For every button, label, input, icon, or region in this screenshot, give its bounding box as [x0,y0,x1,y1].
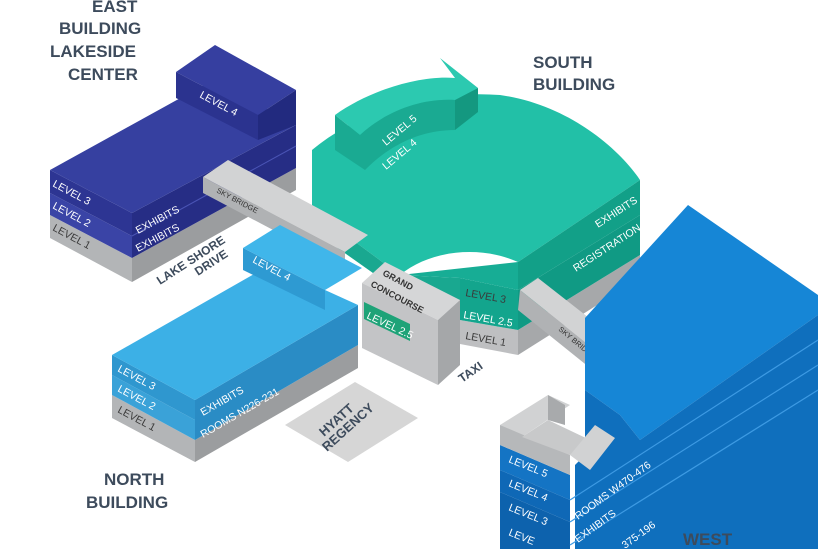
south-name-line-1: SOUTH [533,53,593,72]
south-front-mid [400,262,518,290]
north-base-front [112,395,195,462]
east-name-line-4: CENTER [68,65,138,84]
sky-bridge-north-top [203,160,368,252]
west-front-level3 [500,492,570,549]
north-level4-top [243,225,362,290]
west-gray-u-inner [522,420,590,455]
east-level2 [50,193,132,258]
west-gray-u-side [548,395,565,425]
south-building-name: SOUTH BUILDING [533,53,615,94]
south-name-line-2: BUILDING [533,75,615,94]
north-top [112,265,358,400]
north-level4-front [243,248,325,310]
north-level2 [112,375,195,440]
grand-concourse-top [362,262,460,320]
west-top [585,205,818,440]
north-side [195,305,358,440]
west-gray-u-front [500,425,570,475]
taxi-label: TAXI [456,359,486,386]
east-name-line-2: BUILDING [59,19,141,38]
north-building-name: NORTH BUILDING [86,470,168,512]
grand-concourse-side [438,300,460,385]
west-name-line-1: WEST [683,530,733,549]
west-top-lower [575,315,818,549]
east-level4-front [176,72,258,140]
east-level4-side [258,90,296,140]
north-building[interactable] [112,225,362,462]
grand-concourse[interactable] [362,262,460,385]
concourse-level-badge [364,302,410,341]
north-base-side [195,345,358,462]
south-front-lower [460,278,518,330]
west-building[interactable] [500,205,819,549]
east-level3 [50,170,132,236]
east-level4-top [176,45,296,115]
south-base-front [460,320,518,355]
north-name-line-1: NORTH [104,470,164,489]
west-front-level4 [500,470,570,522]
west-front-level5 [500,445,570,500]
east-name-line-1: EAST [92,0,138,16]
west-building-name: WEST [683,530,733,549]
south-upper-band-top [335,58,478,135]
east-name-line-3: LAKESIDE [50,42,136,61]
west-gray-u-top-right [570,425,615,470]
south-arrow-side [455,88,478,130]
hyatt-regency-footprint [285,382,418,462]
north-name-line-2: BUILDING [86,493,168,512]
south-side-mid [518,180,640,290]
south-upper-band-front [335,99,455,170]
east-level1-base [50,215,132,282]
east-building-name: EAST BUILDING LAKESIDE CENTER [50,0,141,84]
north-level3 [112,355,195,420]
hyatt-regency[interactable] [285,382,418,462]
